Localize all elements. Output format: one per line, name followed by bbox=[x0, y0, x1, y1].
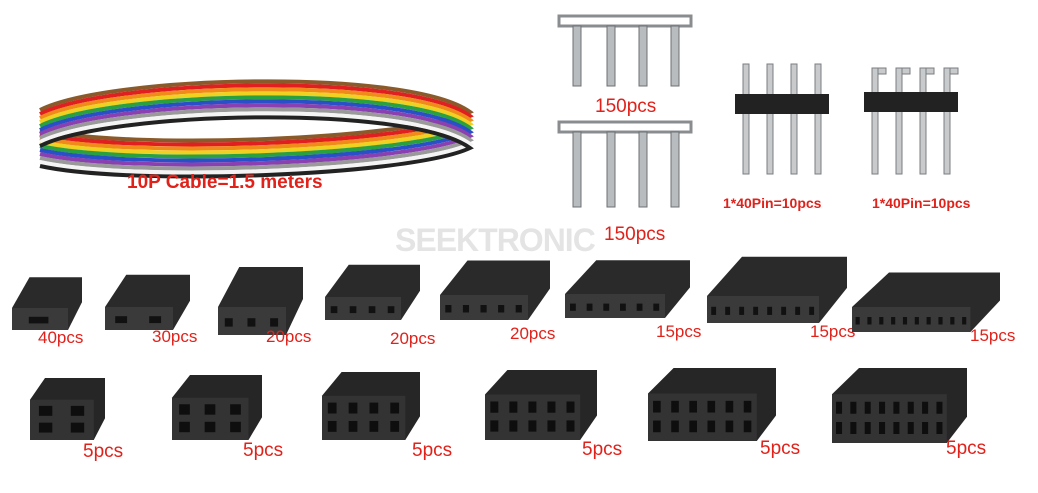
cable-wire bbox=[39, 95, 474, 159]
dual-row-quantity-label: 5pcs bbox=[243, 440, 284, 461]
single-row-housing-image bbox=[440, 260, 550, 320]
cable-wire bbox=[39, 111, 474, 175]
watermark-text: SEEKTRONIC bbox=[395, 222, 596, 258]
single-row-quantity-label: 40pcs bbox=[38, 328, 84, 347]
dual-row-housing-image bbox=[322, 372, 420, 440]
single-row-housing-image bbox=[105, 274, 190, 330]
cable-wire bbox=[39, 103, 474, 167]
dual-row-housing-image bbox=[648, 368, 776, 441]
single-row-housing-image bbox=[218, 267, 303, 335]
terminal-strip-bottom-image bbox=[557, 120, 693, 208]
dual-row-housing-image bbox=[832, 368, 967, 443]
ribbon-cable-image bbox=[39, 79, 474, 179]
single-row-quantity-label: 20pcs bbox=[510, 324, 556, 343]
cable-wire bbox=[39, 91, 474, 155]
single-row-quantity-label: 15pcs bbox=[656, 322, 702, 341]
dual-row-quantity-label: 5pcs bbox=[412, 440, 453, 461]
single-row-housing-image bbox=[565, 260, 690, 318]
single-row-housing-image bbox=[852, 272, 1000, 332]
terminal-strip-top-image bbox=[557, 14, 693, 87]
dual-row-quantity-label: 5pcs bbox=[760, 438, 801, 459]
cable-wire bbox=[39, 115, 474, 179]
single-row-housing-image bbox=[707, 256, 847, 323]
dual-row-housing-image bbox=[485, 370, 597, 440]
cable-wire bbox=[39, 79, 474, 143]
single-row-quantity-label: 20pcs bbox=[390, 329, 436, 348]
terminals-top-label: 150pcs bbox=[595, 96, 657, 117]
cable-wire bbox=[39, 83, 474, 147]
angled-pin-header-image bbox=[864, 67, 959, 175]
single-row-housing-image bbox=[12, 277, 82, 330]
cable-wire bbox=[39, 87, 474, 151]
single-row-housing-image bbox=[325, 264, 420, 320]
angled-header-label: 1*40Pin=10pcs bbox=[872, 195, 971, 211]
dual-row-housing-image bbox=[30, 378, 105, 440]
cable-wire bbox=[39, 107, 474, 171]
straight-header-label: 1*40Pin=10pcs bbox=[723, 195, 822, 211]
single-row-quantity-label: 20pcs bbox=[266, 327, 312, 346]
cable-label: 10P Cable=1.5 meters bbox=[127, 172, 323, 193]
dual-row-quantity-label: 5pcs bbox=[83, 441, 124, 462]
single-row-quantity-label: 15pcs bbox=[810, 322, 856, 341]
dual-row-housing-image bbox=[172, 375, 262, 440]
single-row-quantity-label: 15pcs bbox=[970, 326, 1016, 345]
single-row-quantity-label: 30pcs bbox=[152, 327, 198, 346]
straight-pin-header-image bbox=[735, 63, 829, 175]
terminals-bottom-label: 150pcs bbox=[604, 224, 666, 245]
dual-row-quantity-label: 5pcs bbox=[946, 438, 987, 459]
dual-row-quantity-label: 5pcs bbox=[582, 439, 623, 460]
cable-wire bbox=[39, 99, 474, 163]
